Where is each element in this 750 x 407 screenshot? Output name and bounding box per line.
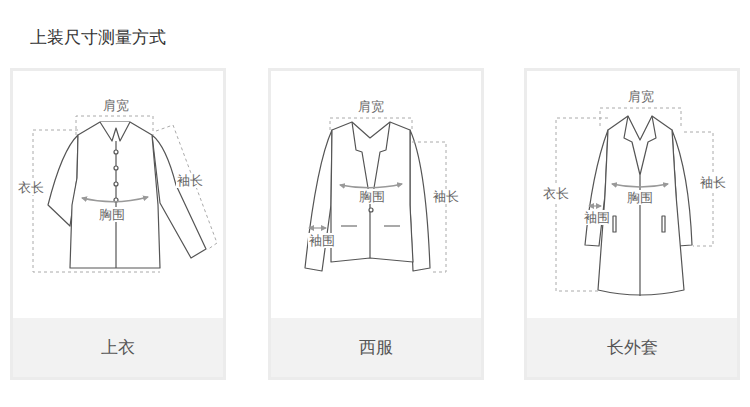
measure-label: 肩宽 [627,89,655,104]
measure-label: 衣长 [542,186,570,201]
garment-panel: 上衣 [10,68,226,380]
measure-label: 袖长 [176,173,204,188]
garment-caption: 上衣 [13,336,223,359]
measure-label: 袖围 [308,233,336,248]
measure-label: 胸围 [358,189,386,204]
measure-label: 袖长 [432,189,460,204]
measure-label: 肩宽 [102,98,130,113]
measure-label: 肩宽 [357,99,385,114]
measure-label: 袖长 [699,175,727,190]
measure-label: 胸围 [626,190,654,205]
measure-label: 胸围 [98,207,126,222]
page-title: 上装尺寸测量方式 [30,26,166,49]
garment-panel: 长外套 [524,68,740,380]
garment-caption: 西服 [271,336,481,359]
garment-caption: 长外套 [527,336,737,359]
garment-panel: 西服 [268,68,484,380]
measure-label: 衣长 [17,180,45,195]
measure-label: 袖围 [583,210,611,225]
